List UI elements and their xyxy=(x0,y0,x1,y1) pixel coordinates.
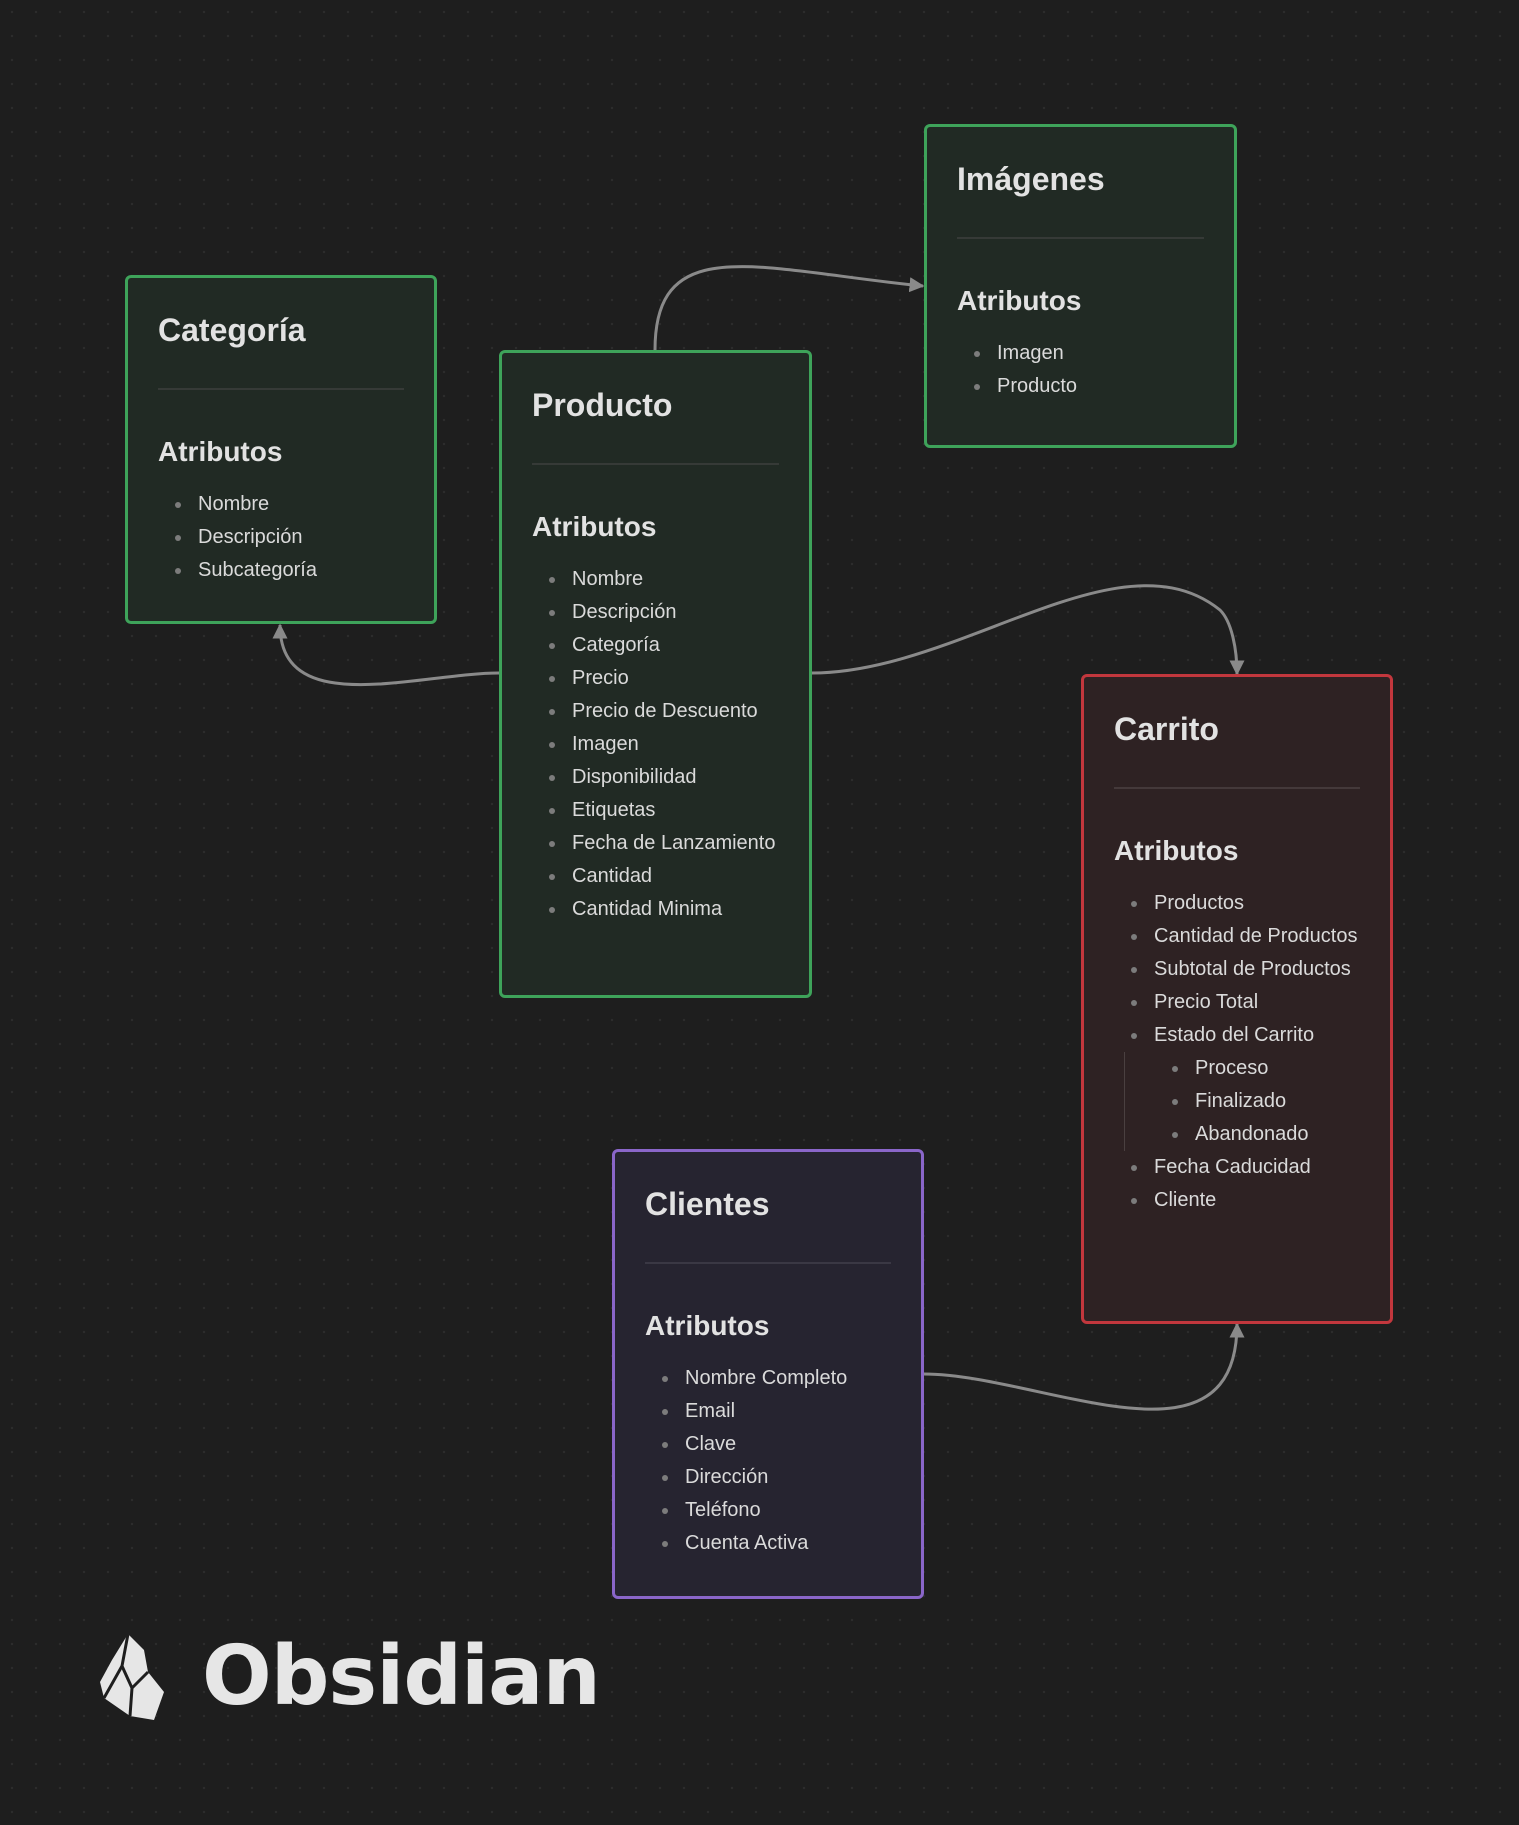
list-item: Cuenta Activa xyxy=(655,1527,891,1560)
list-item: Subtotal de Productos xyxy=(1124,953,1360,986)
attribute-list: Productos Cantidad de Productos Subtotal… xyxy=(1114,887,1360,1052)
list-item: Cantidad xyxy=(542,860,779,893)
node-title: Categoría xyxy=(158,312,306,348)
section-heading: Atributos xyxy=(645,1310,770,1341)
list-item: Abandonado xyxy=(1165,1118,1360,1151)
divider xyxy=(158,388,404,390)
list-item: Cantidad Minima xyxy=(542,893,779,926)
node-title: Clientes xyxy=(645,1186,770,1222)
list-item: Nombre xyxy=(542,563,779,596)
list-item: Estado del Carrito xyxy=(1124,1019,1360,1052)
list-item: Etiquetas xyxy=(542,794,779,827)
list-item: Producto xyxy=(967,370,1204,403)
node-carrito[interactable]: Carrito Atributos Productos Cantidad de … xyxy=(1081,674,1393,1324)
list-item: Fecha de Lanzamiento xyxy=(542,827,779,860)
divider xyxy=(1114,787,1360,789)
attribute-list-continued: Fecha Caducidad Cliente xyxy=(1114,1151,1360,1217)
list-item: Categoría xyxy=(542,629,779,662)
attribute-list: Nombre Descripción Subcategoría xyxy=(158,488,404,587)
edge-clientes-carrito[interactable] xyxy=(923,1322,1245,1411)
list-item: Clave xyxy=(655,1428,891,1461)
node-title: Imágenes xyxy=(957,161,1105,197)
obsidian-wordmark: Obsidian xyxy=(202,1629,601,1724)
list-item: Nombre Completo xyxy=(655,1362,891,1395)
list-item: Cliente xyxy=(1124,1184,1360,1217)
section-heading: Atributos xyxy=(532,511,657,542)
attribute-list: Imagen Producto xyxy=(957,337,1204,403)
attribute-list: Nombre Completo Email Clave Dirección Te… xyxy=(645,1362,891,1560)
list-item: Dirección xyxy=(655,1461,891,1494)
section-heading: Atributos xyxy=(957,285,1082,316)
list-item: Teléfono xyxy=(655,1494,891,1527)
list-item: Imagen xyxy=(967,337,1204,370)
list-item: Proceso xyxy=(1165,1052,1360,1085)
list-item: Nombre xyxy=(168,488,404,521)
list-item: Imagen xyxy=(542,728,779,761)
node-producto[interactable]: Producto Atributos Nombre Descripción Ca… xyxy=(499,350,812,998)
section-heading: Atributos xyxy=(1114,835,1239,866)
obsidian-logo: Obsidian xyxy=(98,1629,601,1724)
list-item: Precio de Descuento xyxy=(542,695,779,728)
attribute-list: Nombre Descripción Categoría Precio Prec… xyxy=(532,563,779,926)
section-heading: Atributos xyxy=(158,436,283,467)
list-item: Subcategoría xyxy=(168,554,404,587)
list-item: Precio Total xyxy=(1124,986,1360,1019)
divider xyxy=(957,237,1204,239)
estado-sublist: Proceso Finalizado Abandonado xyxy=(1124,1052,1360,1151)
divider xyxy=(645,1262,891,1264)
edge-producto-imagenes[interactable] xyxy=(653,265,925,351)
node-clientes[interactable]: Clientes Atributos Nombre Completo Email… xyxy=(612,1149,924,1599)
list-item: Productos xyxy=(1124,887,1360,920)
node-title: Producto xyxy=(532,387,673,423)
list-item: Finalizado xyxy=(1165,1085,1360,1118)
obsidian-crystal-icon xyxy=(100,1633,164,1720)
list-item: Cantidad de Productos xyxy=(1124,920,1360,953)
node-imagenes[interactable]: Imágenes Atributos Imagen Producto xyxy=(924,124,1237,448)
list-item: Disponibilidad xyxy=(542,761,779,794)
node-title: Carrito xyxy=(1114,711,1219,747)
edge-producto-carrito[interactable] xyxy=(811,584,1245,676)
list-item: Email xyxy=(655,1395,891,1428)
list-item: Fecha Caducidad xyxy=(1124,1151,1360,1184)
node-categoria[interactable]: Categoría Atributos Nombre Descripción S… xyxy=(125,275,437,624)
list-item: Precio xyxy=(542,662,779,695)
list-item: Descripción xyxy=(542,596,779,629)
divider xyxy=(532,463,779,465)
edge-producto-categoria[interactable] xyxy=(272,623,500,687)
list-item: Descripción xyxy=(168,521,404,554)
